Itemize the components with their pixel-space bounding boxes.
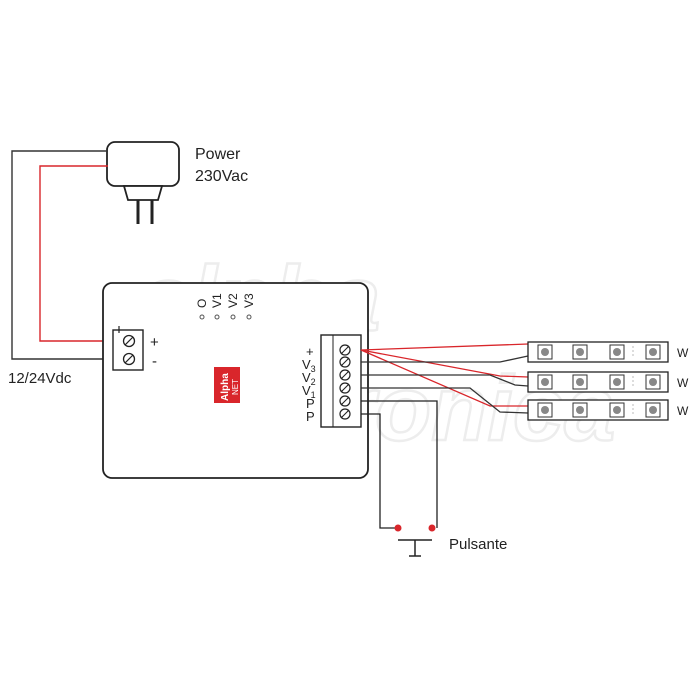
strip-2-label: W — [677, 376, 689, 390]
terminal-label-p1: P — [306, 396, 315, 411]
led-strip-3 — [527, 399, 669, 421]
wire-v1 — [361, 387, 529, 414]
wire-p1 — [361, 400, 438, 528]
indicator-led-icon — [199, 314, 205, 320]
indicator-label-v1: V1 — [210, 293, 224, 308]
input-terminal: + - — [112, 326, 159, 371]
supply-voltage-label: 12/24Vdc — [8, 370, 72, 387]
terminal-label-plus: + — [306, 344, 314, 359]
brand-logo: Alpha NET — [214, 367, 240, 403]
power-adapter — [106, 141, 180, 224]
wire-v3 — [361, 355, 529, 363]
pushbutton-icon — [394, 524, 436, 557]
pushbutton-wires — [361, 400, 438, 529]
wire-v2 — [361, 374, 529, 387]
brand-logo-line-2: NET — [231, 379, 240, 395]
input-plus-label: + — [150, 334, 159, 351]
strip-3-label: W — [677, 404, 689, 418]
wire-plus-strip-3 — [360, 349, 528, 407]
controller-box: + - O V1 V2 V3 Alpha NET — [102, 282, 369, 479]
indicator-label-v3: V3 — [242, 293, 256, 308]
terminal-label-v2: V2 — [302, 370, 316, 387]
brand-logo-line-1: Alpha — [220, 373, 231, 401]
indicator-led-icon — [214, 314, 220, 320]
indicator-led-icon — [230, 314, 236, 320]
output-terminal: + V3 V2 V1 P P — [302, 334, 362, 428]
wire-plus-strip-2 — [360, 349, 529, 378]
power-label-line-1: Power — [195, 146, 241, 163]
indicator-led-icon — [246, 314, 252, 320]
supply-wire-positive — [39, 165, 120, 342]
led-strip-1 — [527, 341, 669, 363]
input-minus-label: - — [152, 353, 157, 370]
brand-logo-box — [214, 367, 240, 403]
supply-wire-negative — [11, 150, 120, 360]
terminal-label-v3: V3 — [302, 357, 316, 374]
adapter-base — [122, 185, 164, 201]
wire-plus-strip-1 — [360, 343, 529, 351]
pushbutton-label: Pulsante — [449, 536, 507, 553]
strip-wires — [360, 343, 529, 414]
supply-wires — [11, 150, 120, 360]
wire-p2 — [361, 413, 398, 529]
status-indicators: O V1 V2 V3 — [195, 293, 256, 320]
indicator-label-v2: V2 — [226, 293, 240, 308]
led-strip-2 — [527, 371, 669, 393]
contact-left-icon — [394, 524, 402, 532]
terminal-label-p2: P — [306, 409, 315, 424]
indicator-label-o: O — [195, 299, 209, 308]
power-label-line-2: 230Vac — [195, 168, 248, 185]
strip-1-label: W — [677, 346, 689, 360]
output-screws — [339, 344, 351, 420]
terminal-label-v1: V1 — [302, 383, 316, 400]
adapter-body — [106, 141, 180, 187]
contact-right-icon — [428, 524, 436, 532]
